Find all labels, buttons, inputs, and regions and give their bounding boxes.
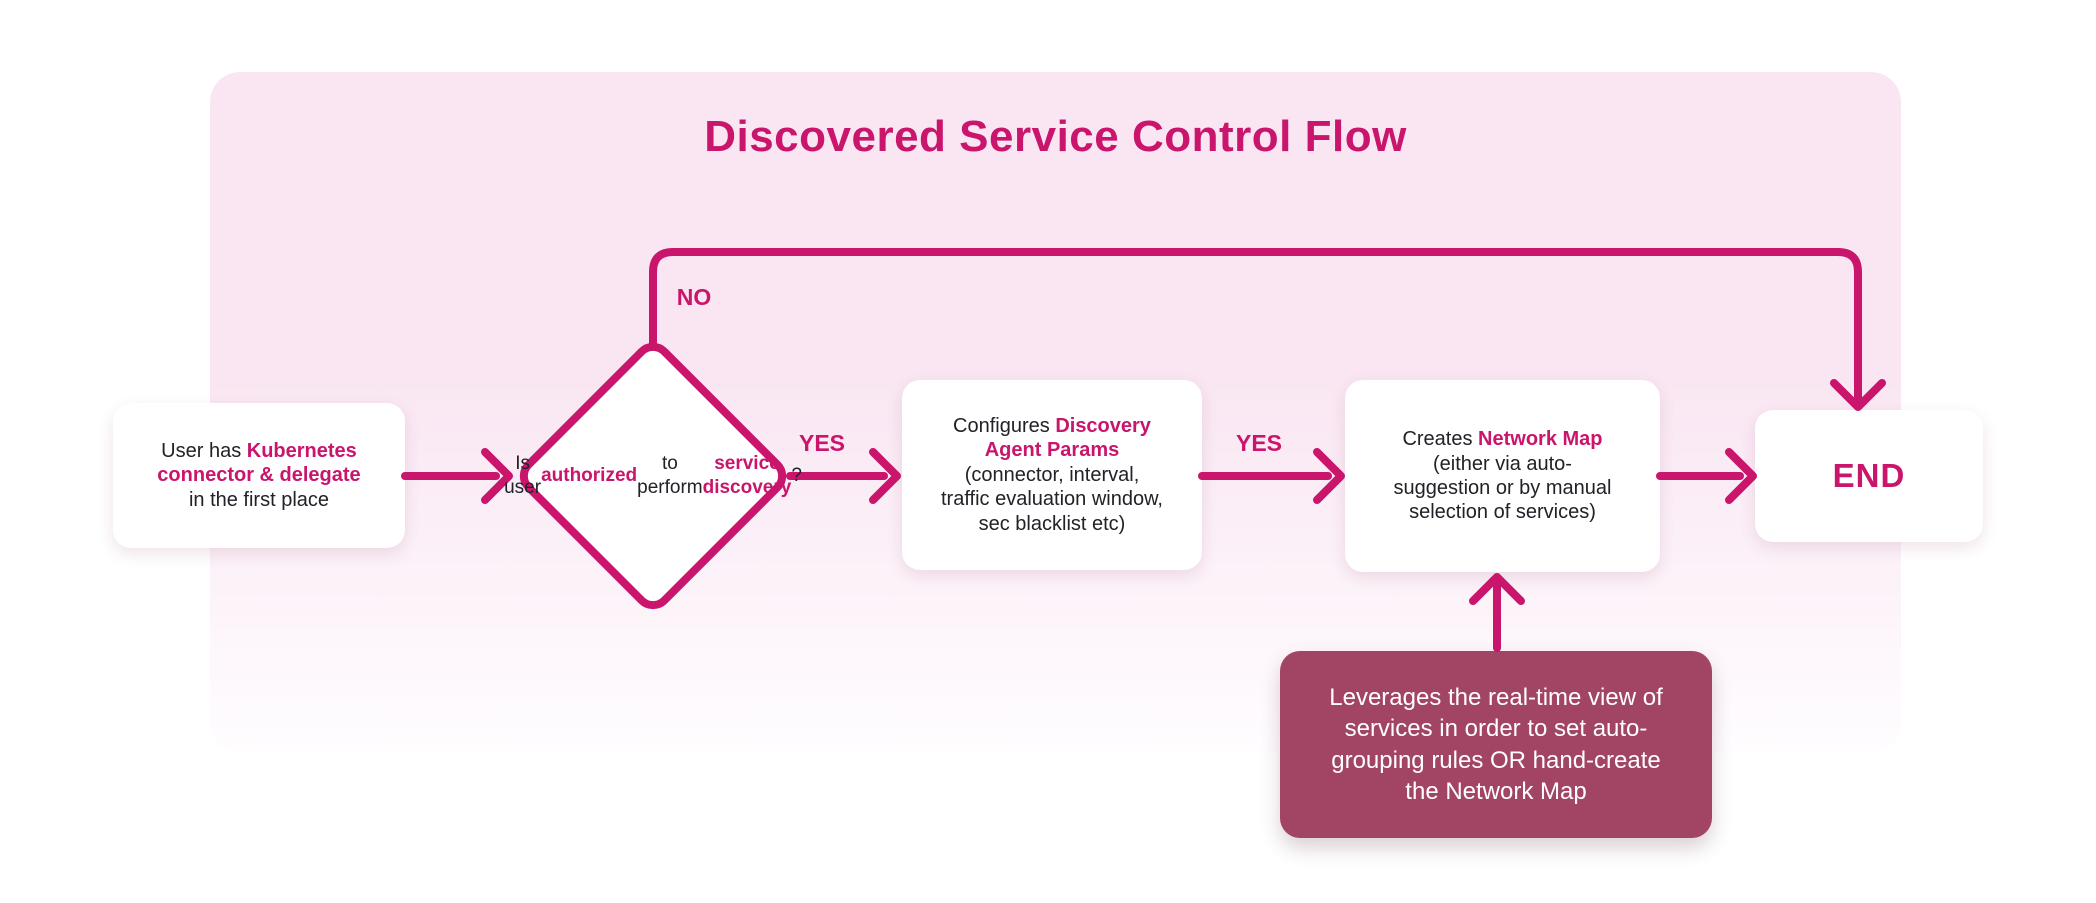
edge-label-no: NO	[676, 284, 712, 310]
diagram-title: Discovered Service Control Flow	[704, 112, 1407, 161]
edge-label-yes-1: YES	[798, 430, 846, 456]
node-create-label: Creates Network Map(either via auto-sugg…	[1393, 428, 1612, 524]
edge-label-yes-2: YES	[1235, 430, 1283, 456]
node-end-label: END	[1832, 456, 1906, 494]
node-end: END	[1755, 410, 1983, 542]
node-create-network-map: Creates Network Map(either via auto-sugg…	[1345, 380, 1660, 572]
